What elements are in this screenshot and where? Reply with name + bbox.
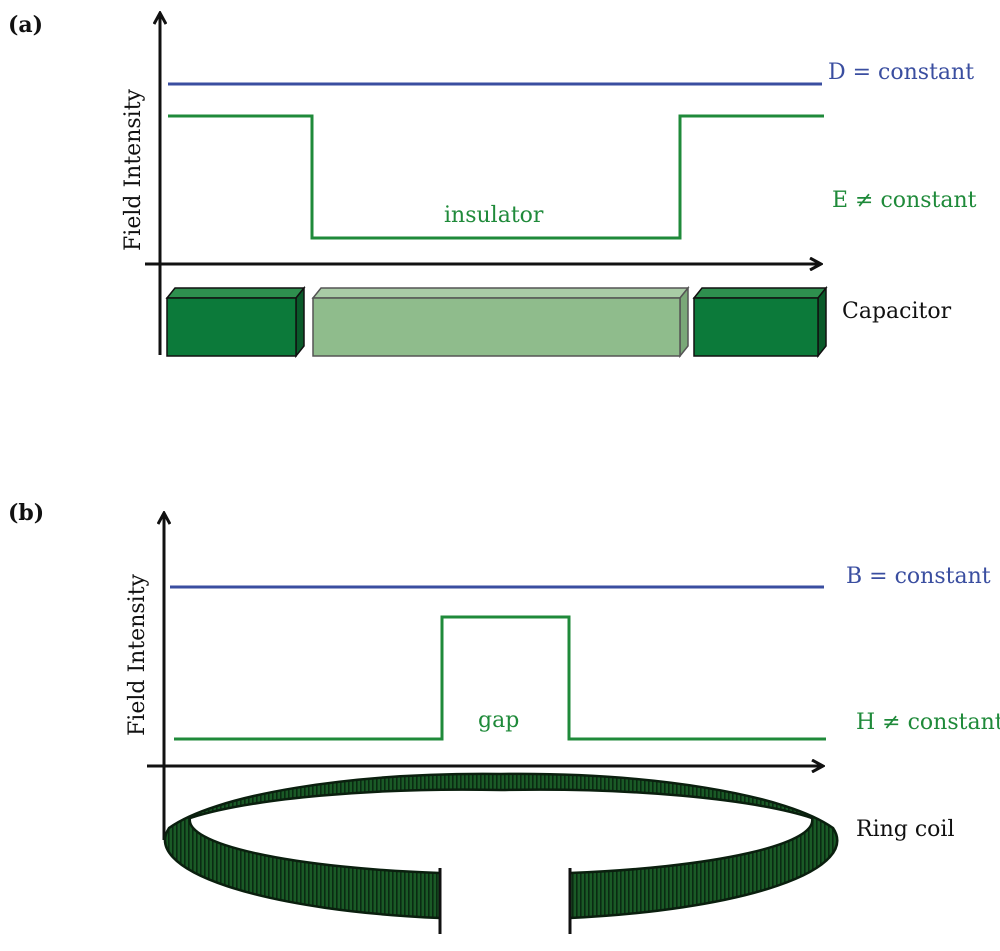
panel-b: (b) Field Intensity B = constant H ≠ con…	[8, 500, 1000, 934]
capacitor-left-plate	[165, 285, 306, 359]
panel-b-h-line	[174, 615, 826, 741]
panel-a-d-label: D = constant	[828, 60, 974, 85]
panel-b-axis-label: Field Intensity	[125, 573, 150, 735]
panel-b-gap-label: gap	[478, 708, 519, 733]
panel-b-b-label: B = constant	[846, 564, 991, 589]
panel-a-label: (a)	[8, 12, 43, 38]
panel-b-label: (b)	[8, 500, 44, 526]
capacitor-insulator	[311, 285, 690, 359]
panel-a-e-label: E ≠ constant	[832, 188, 977, 213]
ring-coil	[163, 772, 839, 934]
panel-a-axis-label: Field Intensity	[121, 88, 146, 250]
ring-coil-body	[163, 772, 839, 920]
panel-a-capacitor-label: Capacitor	[842, 299, 952, 324]
panel-a: (a) Field Intensity D = constant E ≠ con…	[8, 12, 977, 359]
panel-b-ring-coil-label: Ring coil	[856, 817, 954, 842]
panel-a-insulator-label: insulator	[444, 203, 544, 228]
capacitor-right-plate	[692, 285, 828, 359]
panel-a-e-line	[168, 114, 824, 240]
panel-b-h-label: H ≠ constant	[856, 710, 1000, 735]
